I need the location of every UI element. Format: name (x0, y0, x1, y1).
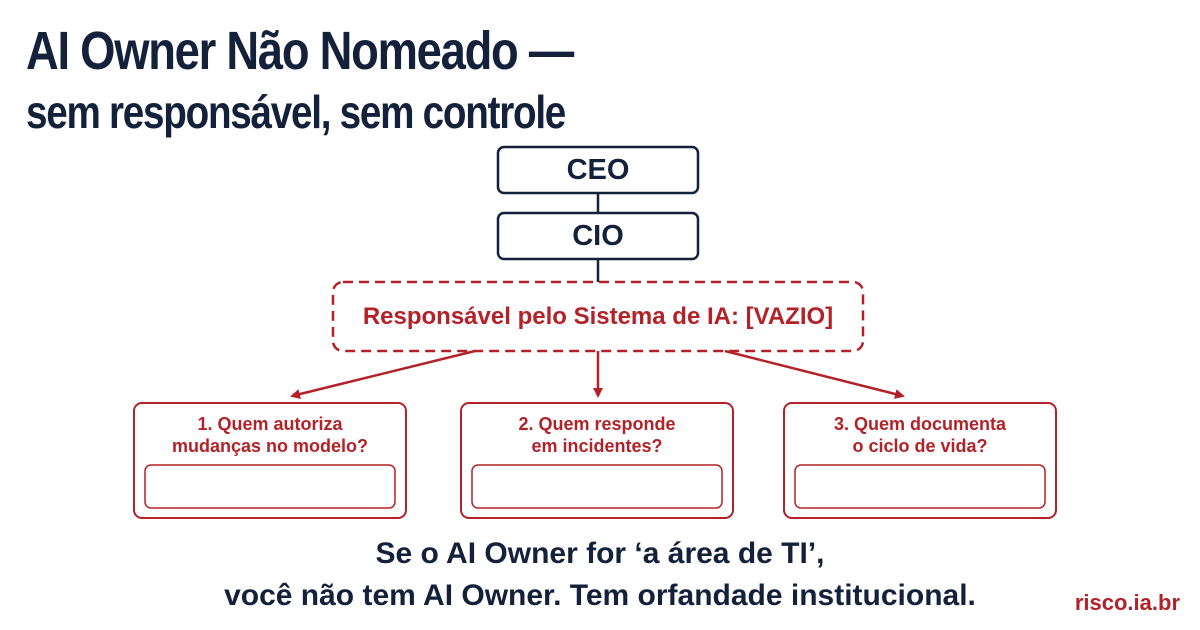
tagline-line-1: Se o AI Owner for ‘a área de TI’, (375, 537, 825, 570)
owner-slot-label: Responsável pelo Sistema de IA: [VAZIO] (362, 302, 834, 330)
answer-blank-1 (144, 464, 396, 509)
question-3-line-2: o ciclo de vida? (852, 436, 988, 456)
ceo-label: CEO (566, 153, 630, 186)
question-3-label: 3. Quem documenta o ciclo de vida? (784, 410, 1056, 460)
cio-label: CIO (572, 219, 624, 252)
answer-blank-3 (794, 464, 1046, 509)
question-2-line-2: em incidentes? (531, 436, 663, 456)
page-title: AI Owner Não Nomeado — sem responsável, … (26, 18, 574, 140)
title-line-1: AI Owner Não Nomeado — (26, 21, 574, 81)
question-1-line-1: 1. Quem autoriza (197, 414, 343, 434)
question-3-line-1: 3. Quem documenta (833, 414, 1007, 434)
title-line-2: sem responsável, sem controle (26, 86, 566, 138)
tagline: Se o AI Owner for ‘a área de TI’, você n… (0, 533, 1200, 617)
arrow-to-question-1 (290, 349, 476, 399)
question-2-line-1: 2. Quem responde (518, 414, 676, 434)
tagline-line-2: você não tem AI Owner. Tem orfandade ins… (224, 579, 976, 612)
question-2-label: 2. Quem responde em incidentes? (461, 410, 733, 460)
question-1-label: 1. Quem autoriza mudanças no modelo? (134, 410, 406, 460)
ceo-box (496, 145, 700, 195)
arrow-to-question-3 (724, 349, 905, 399)
owner-slot-box (331, 280, 865, 353)
answer-blank-2 (471, 464, 723, 509)
cio-box (496, 211, 700, 261)
site-url: risco.ia.br (1074, 590, 1180, 615)
question-1-line-2: mudanças no modelo? (171, 436, 369, 456)
